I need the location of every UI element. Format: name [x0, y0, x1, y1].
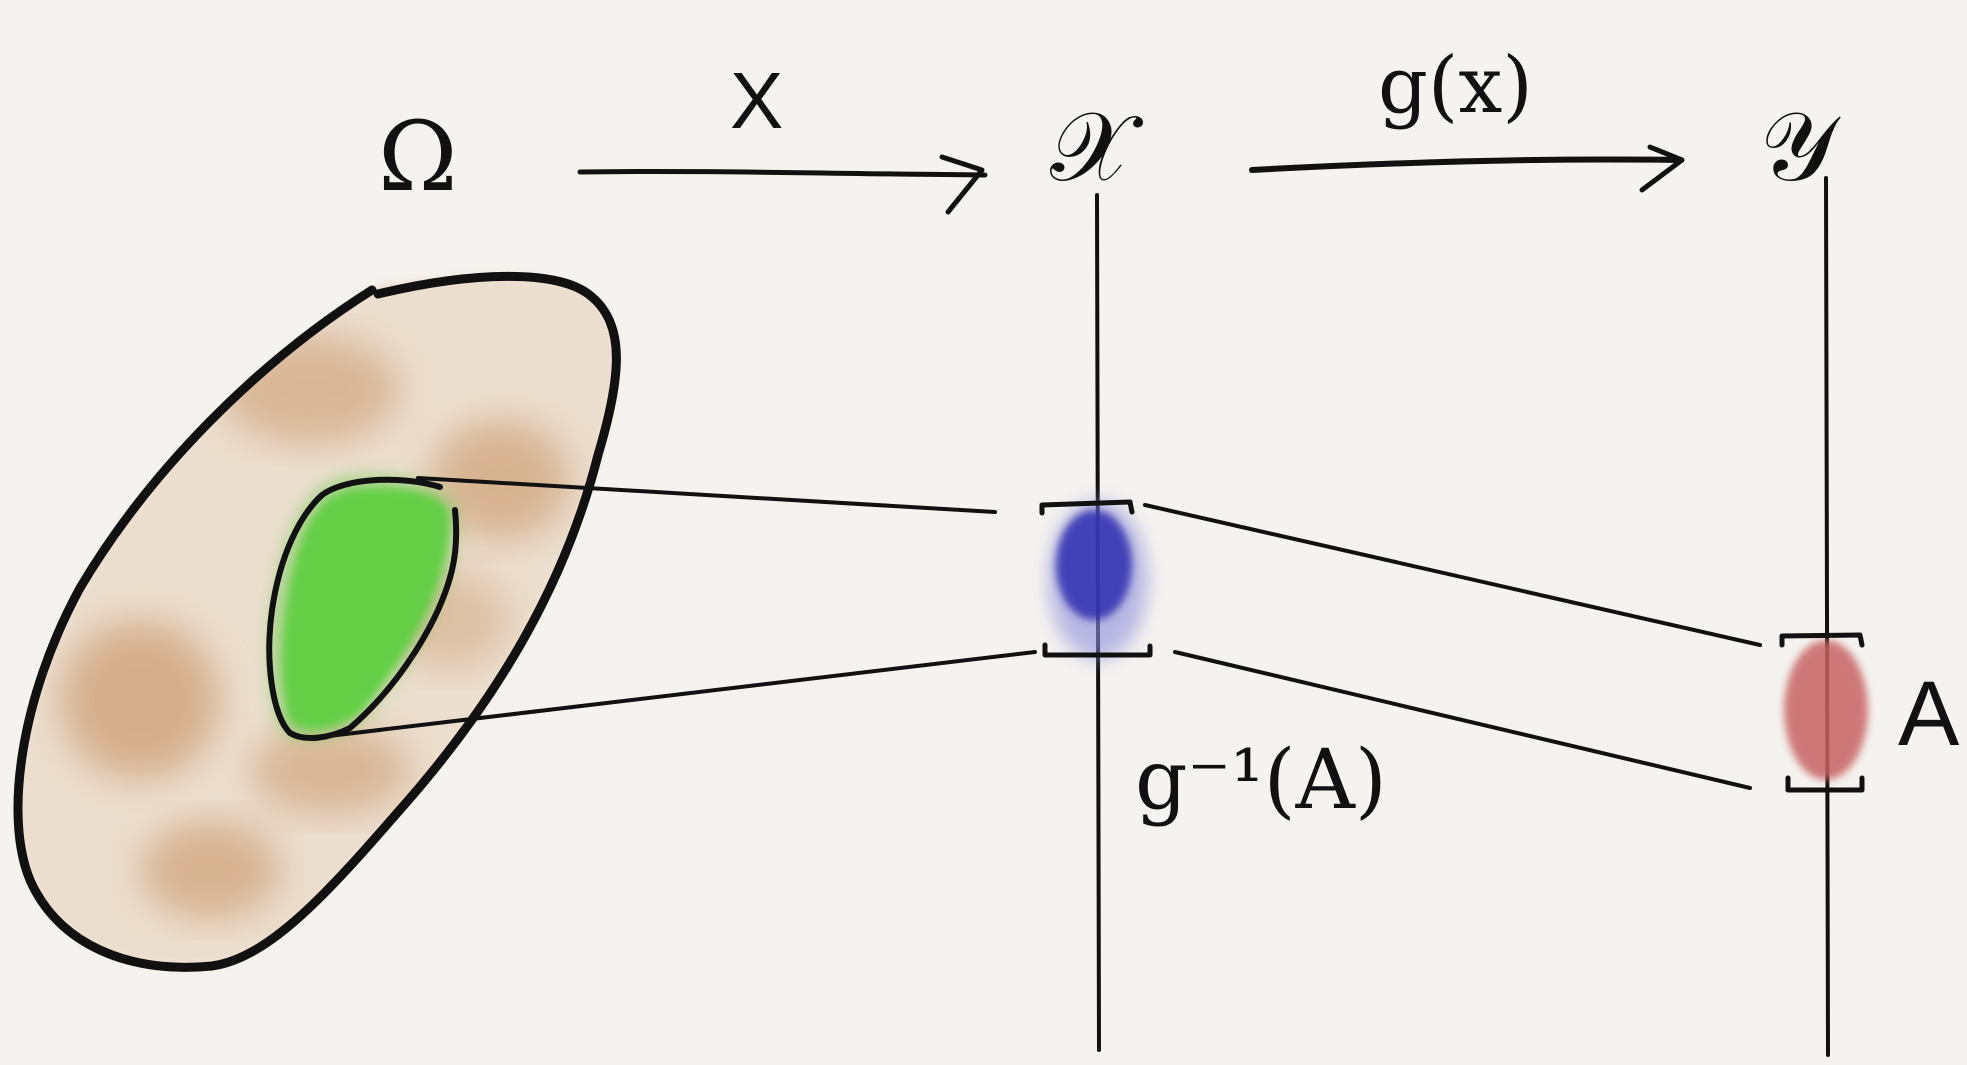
- map-g-label: g(x): [1378, 41, 1533, 131]
- connector-bottom-x: [310, 650, 1037, 740]
- space-x-label: 𝒳: [1050, 91, 1144, 203]
- connector-bottom-y: [1173, 650, 1752, 790]
- green-region: [266, 476, 460, 741]
- connector-top-x: [416, 476, 997, 514]
- preimage-label: g⁻¹(A): [1135, 733, 1387, 828]
- axis-y: [1824, 176, 1830, 1057]
- set-a-label: A: [1898, 663, 1960, 765]
- arrow-x-to-y: [1249, 144, 1685, 193]
- map-x-label: X: [730, 56, 783, 145]
- space-y-label: 𝒴: [1760, 91, 1841, 203]
- connector-top-y: [1143, 503, 1762, 647]
- omega-label: Ω: [378, 101, 458, 213]
- arrow-omega-to-x: [577, 154, 988, 215]
- preimage-interval: [1039, 499, 1153, 660]
- set-a-interval: [1779, 632, 1868, 793]
